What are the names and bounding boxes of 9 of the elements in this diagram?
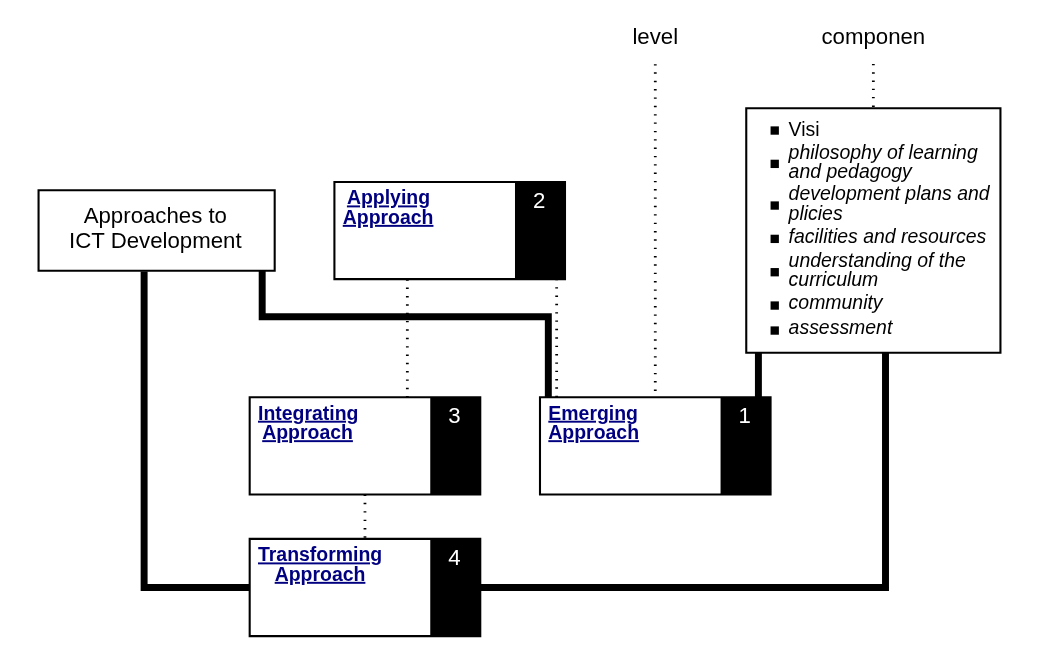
connector [480,352,889,591]
connector [405,279,409,398]
connector [140,271,250,591]
node-box: Visi philosophy of learning and pedagogy development plans and plicies facilities and resources understanding of the curriculum community assessment [745,107,1002,354]
node-box: Approaches to ICT Development [37,189,276,272]
connector [555,279,559,397]
node-text: componen [821,24,926,50]
connector [754,352,762,397]
node-text: level [632,24,679,50]
